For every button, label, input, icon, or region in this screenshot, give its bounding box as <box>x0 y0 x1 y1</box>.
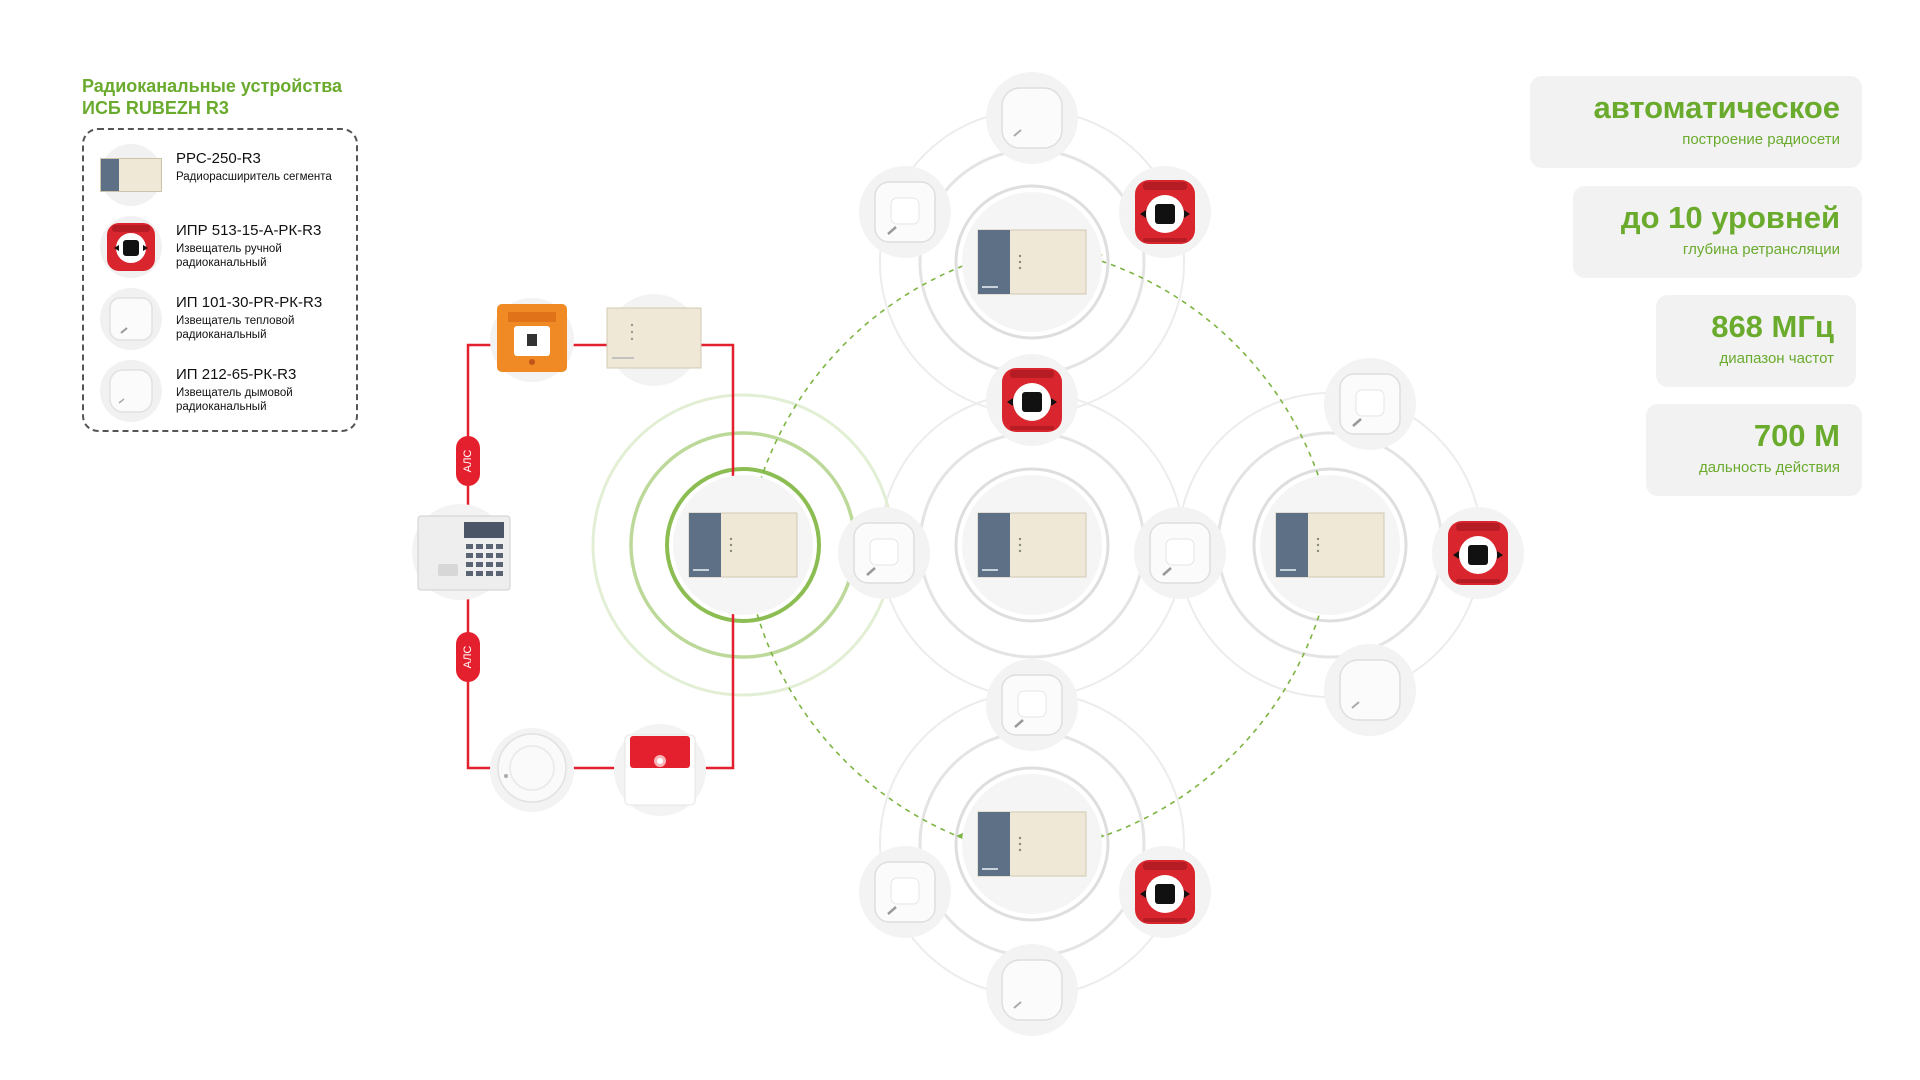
stat-value: до 10 уровней <box>1620 200 1840 235</box>
center-bottom-heat-detector-icon <box>986 659 1078 751</box>
als-badge-top <box>456 436 480 486</box>
right-radio-expander-icon <box>1260 475 1400 615</box>
legend-item-smoke-detector: ИП 212-65-РК-R3 Извещатель дымовой радио… <box>100 360 350 424</box>
legend-item-name: РРС-250-R3 <box>176 150 261 167</box>
stat-card-frequency: 868 МГц диапазон частот <box>1656 295 1856 387</box>
legend-item-desc: Извещатель тепловой радиоканальный <box>176 315 295 341</box>
als-label-top: АЛС <box>462 450 474 473</box>
radio-expander-icon <box>100 144 162 206</box>
legend-title-line-1: Радиоканальные устройства <box>82 76 343 96</box>
top-radio-expander-icon <box>962 192 1102 332</box>
manual-call-point-icon <box>100 216 162 278</box>
stat-value: 700 М <box>1753 418 1840 453</box>
legend-item-desc: Радиорасширитель сегмента <box>176 171 332 183</box>
stat-value: 868 МГц <box>1711 309 1834 344</box>
legend-item-name: ИПР 513-15-А-РК-R3 <box>176 222 322 239</box>
stat-label: построение радиосети <box>1682 131 1840 148</box>
center-right-heat-detector-icon <box>1134 507 1226 599</box>
smoke-detector-icon <box>100 360 162 422</box>
legend-item-manual-call-point: ИПР 513-15-А-РК-R3 Извещатель ручной рад… <box>100 216 350 280</box>
right-top-heat-detector-icon <box>1324 358 1416 450</box>
legend-item-desc: Извещатель ручной радиоканальный <box>176 243 282 269</box>
legend-item-heat-detector: ИП 101-30-PR-РК-R3 Извещатель тепловой р… <box>100 288 350 352</box>
siren-icon <box>614 724 706 816</box>
legend-item-name: ИП 101-30-PR-РК-R3 <box>176 294 323 311</box>
legend-item-radio-expander: РРС-250-R3 Радиорасширитель сегмента <box>100 144 350 208</box>
legend-box: РРС-250-R3 Радиорасширитель сегмента ИПР… <box>82 128 358 432</box>
address-module-icon <box>606 294 702 386</box>
center-radio-expander-icon <box>962 475 1102 615</box>
top-left-heat-detector-icon <box>859 166 951 258</box>
als-badge-bottom <box>456 632 480 682</box>
wired-smoke-detector-icon <box>490 728 574 812</box>
legend-title-line-2: ИСБ RUBEZH R3 <box>82 98 229 118</box>
legend-title: Радиоканальные устройства ИСБ RUBEZH R3 <box>82 75 342 119</box>
stat-card-range: 700 М дальность действия <box>1646 404 1862 496</box>
stat-label: глубина ретрансляции <box>1682 241 1840 258</box>
radio-links <box>751 257 1329 839</box>
legend-item-name: ИП 212-65-РК-R3 <box>176 366 297 383</box>
top-right-call-point-icon <box>1119 166 1211 258</box>
stat-label: дальность действия <box>1699 459 1840 476</box>
legend-item-desc: Извещатель дымовой радиоканальный <box>176 387 293 413</box>
stat-label: диапазон частот <box>1719 350 1834 367</box>
heat-detector-icon <box>100 288 162 350</box>
bottom-left-heat-detector-icon <box>859 846 951 938</box>
stat-card-relay-depth: до 10 уровней глубина ретрансляции <box>1573 186 1862 278</box>
source-radio-expander-icon <box>673 475 813 615</box>
top-smoke-detector-icon <box>986 72 1078 164</box>
stat-value: автоматическое <box>1593 90 1840 125</box>
center-top-call-point-icon <box>986 354 1078 446</box>
center-left-heat-detector-icon <box>838 507 930 599</box>
control-panel-icon <box>412 504 511 600</box>
bottom-radio-expander-icon <box>962 774 1102 914</box>
bottom-smoke-detector-icon <box>986 944 1078 1036</box>
loop-devices <box>412 294 706 816</box>
radio-devices <box>673 72 1524 1036</box>
als-label-bottom: АЛС <box>462 646 474 669</box>
right-bottom-smoke-detector-icon <box>1324 644 1416 736</box>
stat-card-network: автоматическое построение радиосети <box>1530 76 1862 168</box>
orange-call-point-icon <box>490 298 574 382</box>
right-call-point-icon <box>1432 507 1524 599</box>
bottom-right-call-point-icon <box>1119 846 1211 938</box>
